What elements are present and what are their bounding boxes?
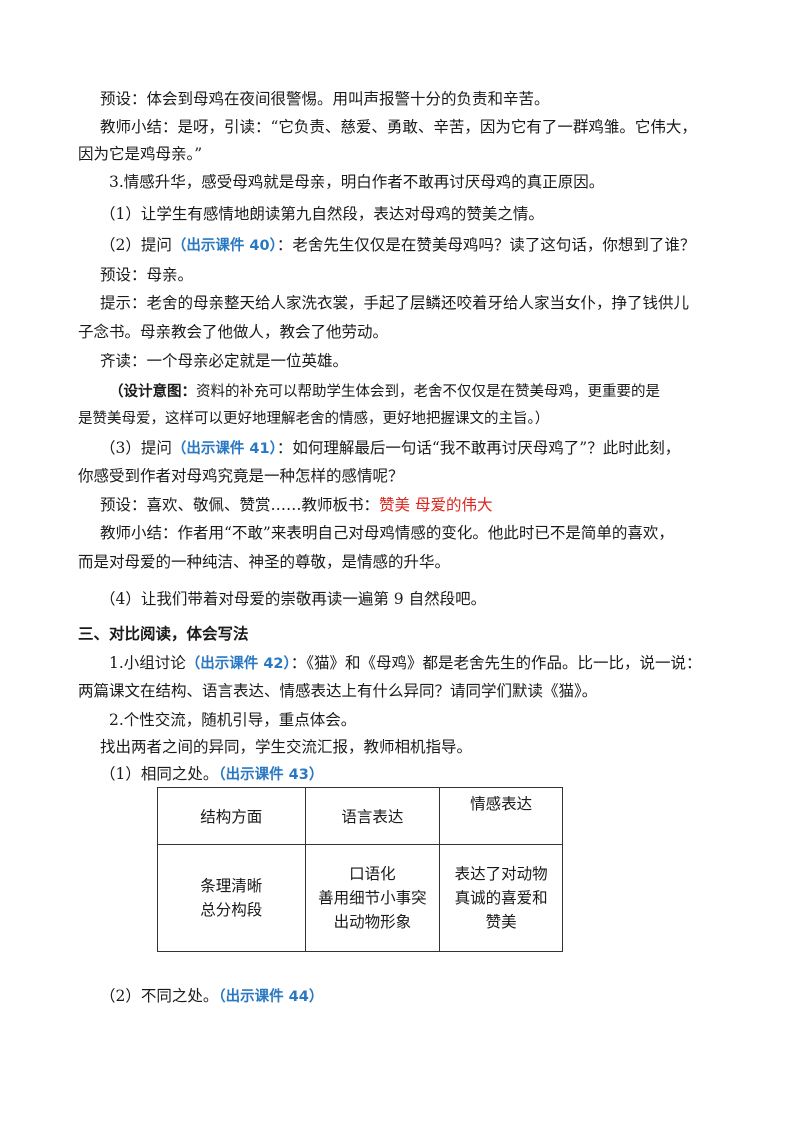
paragraph-personal-exchange: 2.个性交流，随机引导，重点体会。 [109, 711, 357, 729]
cell-line: 善用细节小事突 [318, 889, 427, 907]
paragraph-similarities: （1）相同之处。（出示课件 43） [100, 763, 730, 786]
table-header-row: 结构方面 语言表达 情感表达 [157, 787, 563, 845]
paragraph-step-3-3-cont: 你感受到作者对母鸡究竟是一种怎样的感情呢？ [78, 467, 404, 485]
board-writing: 赞美 母爱的伟大 [379, 496, 493, 514]
courseware-ref-42: （出示课件 42） [185, 656, 291, 672]
cell-line: 口语化 [349, 865, 396, 883]
text-segment: （2）提问 [100, 236, 172, 254]
paragraph-differences: （2）不同之处。（出示课件 44） [100, 985, 730, 1008]
cell-line: 表达了对动物 [454, 865, 548, 883]
cell-line: 出动物形象 [333, 913, 412, 931]
courseware-ref-44: （出示课件 44） [218, 989, 324, 1005]
paragraph-preset-1: 预设：体会到母鸡在夜间很警惕。用叫声报警十分的负责和辛苦。 [100, 90, 550, 108]
paragraph-find-similarities: 找出两者之间的异同，学生交流汇报，教师相机指导。 [100, 738, 473, 756]
cell-line: 条理清晰 [200, 877, 263, 895]
paragraph-step-3-2: （2）提问（出示课件 40）：老舍先生仅仅是在赞美母鸡吗？读了这句话，你想到了谁… [100, 234, 730, 257]
cell-line: 真诚的喜爱和 [454, 889, 548, 907]
text-segment: （3）提问 [100, 439, 172, 457]
table-header-structure: 结构方面 [157, 787, 306, 845]
table-cell-emotion: 表达了对动物 真诚的喜爱和 赞美 [439, 844, 563, 952]
paragraph-teacher-summary-1-cont: 因为它是鸡母亲。” [78, 145, 203, 163]
text-segment: 预设：喜欢、敬佩、赞赏……教师板书： [100, 496, 380, 514]
cell-line: 总分构段 [200, 901, 263, 919]
paragraph-design-intent-cont: 是赞美母爱，这样可以更好地理解老舍的情感，更好地把握课文的主旨。） [78, 411, 550, 427]
text-segment: ：老舍先生仅仅是在赞美母鸡吗？读了这句话，你想到了谁？ [276, 236, 696, 254]
paragraph-teacher-summary-1: 教师小结：是呀，引读：“它负责、慈爱、勇敢、辛苦，因为它有了一群鸡雏。它伟大， [100, 118, 697, 136]
text-segment: ：《猫》和《母鸡》都是老舍先生的作品。比一比，说一说： [290, 654, 702, 672]
paragraph-step-3: 3.情感升华，感受母鸡就是母亲，明白作者不敢再讨厌母鸡的真正原因。 [109, 173, 605, 191]
paragraph-teacher-summary-2-cont: 而是对母爱的一种纯洁、神圣的尊敬，是情感的升华。 [78, 553, 451, 571]
text-segment: （2）不同之处。 [100, 987, 219, 1005]
paragraph-design-intent: （设计意图：资料的补充可以帮助学生体会到，老舍不仅仅是在赞美母鸡，更重要的是 [109, 381, 729, 403]
table-header-emotion: 情感表达 [439, 787, 563, 845]
paragraph-preset-3: 预设：喜欢、敬佩、赞赏……教师板书：赞美 母爱的伟大 [100, 494, 730, 516]
comparison-table: 结构方面 语言表达 情感表达 条理清晰 总分构段 口语化 善用细节小事突 出动物… [157, 787, 563, 952]
paragraph-step-3-3: （3）提问（出示课件 41）：如何理解最后一句话“我不敢再讨厌母鸡了”？此时此刻… [100, 437, 730, 460]
paragraph-step-3-4: （4）让我们带着对母爱的崇敬再读一遍第 9 自然段吧。 [100, 590, 487, 608]
courseware-ref-43: （出示课件 43） [218, 767, 324, 783]
table-header-language: 语言表达 [304, 787, 441, 845]
cell-line: 赞美 [485, 913, 517, 931]
paragraph-teacher-summary-2: 教师小结：作者用“不敢”来表明自己对母鸡情感的变化。他此时已不是简单的喜欢， [100, 524, 674, 542]
paragraph-step-3-1: （1）让学生有感情地朗读第九自然段，表达对母鸡的赞美之情。 [100, 205, 544, 223]
paragraph-group-discussion: 1.小组讨论（出示课件 42）：《猫》和《母鸡》都是老舍先生的作品。比一比，说一… [109, 652, 729, 675]
text-segment: ：如何理解最后一句话“我不敢再讨厌母鸡了”？此时此刻， [276, 439, 681, 457]
table-row: 条理清晰 总分构段 口语化 善用细节小事突 出动物形象 表达了对动物 真诚的喜爱… [157, 844, 563, 952]
text-segment: （1）相同之处。 [100, 765, 219, 783]
courseware-ref-41: （出示课件 41） [171, 441, 277, 457]
section-heading-3: 三、对比阅读，体会写法 [78, 625, 249, 643]
paragraph-hint-cont: 子念书。母亲教会了他做人，教会了他劳动。 [78, 323, 389, 341]
design-intent-label: （设计意图： [109, 383, 196, 400]
text-segment: 1.小组讨论 [109, 654, 186, 672]
text-segment: 资料的补充可以帮助学生体会到，老舍不仅仅是在赞美母鸡，更重要的是 [196, 384, 660, 400]
courseware-ref-40: （出示课件 40） [171, 238, 277, 254]
paragraph-group-discussion-cont: 两篇课文在结构、语言表达、情感表达上有什么异同？请同学们默读《猫》。 [78, 682, 598, 700]
table-cell-language: 口语化 善用细节小事突 出动物形象 [304, 844, 441, 952]
paragraph-preset-2: 预设：母亲。 [100, 266, 194, 284]
table-cell-structure: 条理清晰 总分构段 [157, 844, 306, 952]
paragraph-read-together: 齐读：一个母亲必定就是一位英雄。 [100, 352, 349, 370]
paragraph-hint: 提示：老舍的母亲整天给人家洗衣裳，手起了层鳞还咬着牙给人家当女仆，挣了钱供儿 [100, 294, 690, 312]
